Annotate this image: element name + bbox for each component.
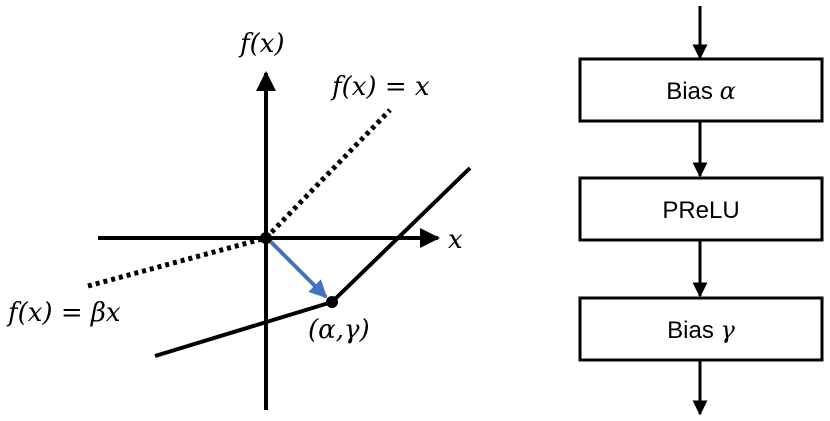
- shifted-negative-segment: [154, 300, 333, 358]
- x-axis-label: x: [448, 225, 463, 255]
- negative-slope-label: f(x) = βx: [6, 298, 121, 328]
- origin-point: [260, 232, 272, 244]
- shift-point-label: (α,γ): [308, 315, 370, 345]
- shifted-positive-segment: [330, 166, 472, 304]
- bias-gamma-box: [578, 296, 824, 362]
- block-flow: Bias α PReLU Bias γ: [578, 6, 824, 416]
- bias-gamma-label: Bias γ: [667, 316, 735, 344]
- prelu-label: PReLU: [662, 197, 739, 224]
- prelu-box: [578, 176, 824, 242]
- negative-slope-line-dotted: [87, 235, 267, 289]
- y-axis-label: f(x): [238, 29, 285, 59]
- identity-line-dotted: [264, 108, 392, 240]
- shift-point: [326, 296, 338, 308]
- bias-alpha-box: [578, 57, 824, 123]
- function-plot: f(x) x f(x) = x f(x) = βx (α,γ): [6, 29, 472, 410]
- shift-arrow: [268, 239, 328, 299]
- bias-alpha-label: Bias α: [666, 77, 736, 105]
- identity-label: f(x) = x: [330, 72, 430, 102]
